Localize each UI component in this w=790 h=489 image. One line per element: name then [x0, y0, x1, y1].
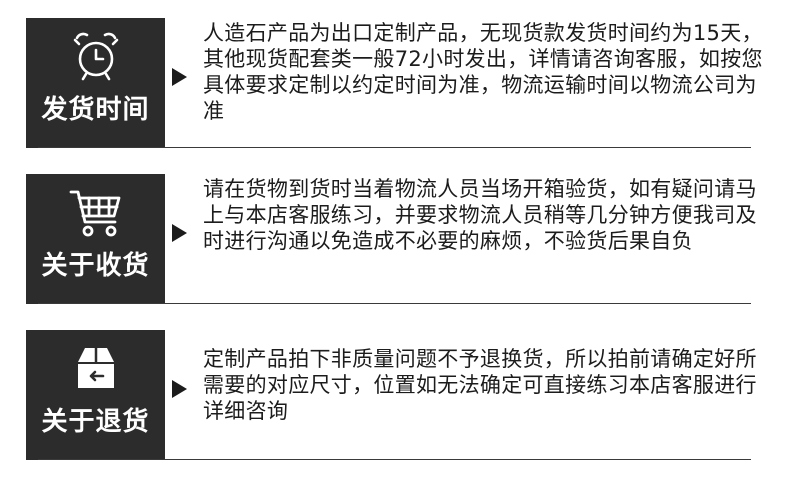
- returns-text: 定制产品拍下非质量问题不予退换货，所以拍前请确定好所需要的对应尺寸，位置如无法确…: [203, 347, 757, 423]
- receiving-title: 关于收货: [41, 251, 150, 281]
- arrow-right-icon: [172, 224, 187, 242]
- arrow-right-icon: [172, 380, 187, 398]
- returns-title: 关于退货: [41, 407, 150, 437]
- return-box-icon: [66, 338, 126, 402]
- shopping-cart-icon: [65, 182, 127, 246]
- divider: [38, 459, 751, 460]
- arrow-right-icon: [172, 68, 187, 86]
- divider: [38, 147, 751, 148]
- receiving-text: 请在货物到货时当着物流人员当场开箱验货，如有疑问请马上与本店客服练习，并要求物流…: [203, 177, 757, 253]
- shipping-time-text: 人造石产品为出口定制产品，无现货款发货时间约为15天，其他现货配套类一般72小时…: [203, 21, 763, 123]
- shipping-time-tile: 发货时间: [26, 18, 165, 148]
- divider: [38, 303, 751, 304]
- receiving-tile: 关于收货: [26, 174, 165, 304]
- returns-tile: 关于退货: [26, 330, 165, 460]
- alarm-clock-icon: [66, 26, 126, 90]
- shipping-time-title: 发货时间: [41, 95, 150, 125]
